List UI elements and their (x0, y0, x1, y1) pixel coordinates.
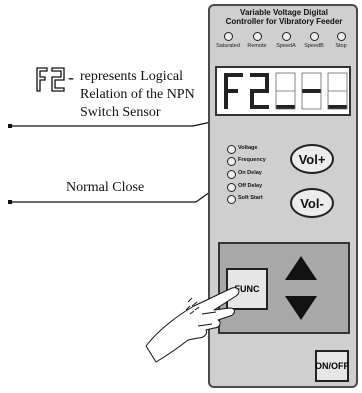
status-label-off-delay: Off Delay (238, 183, 263, 189)
panel-title-line-1: Variable Voltage Digital (240, 8, 328, 17)
vol-plus-button[interactable]: Vol+ (290, 144, 334, 174)
vol-minus-button[interactable]: Vol- (290, 188, 334, 218)
leader-end-logic (8, 124, 12, 128)
on-off-button[interactable]: ON/OFF (315, 350, 349, 382)
indicator-led-saturated (224, 32, 233, 41)
status-led-voltage (227, 145, 236, 154)
annotation-line-2: Relation of the NPN (80, 87, 195, 102)
panel-title-line-2: Controller for Vibratory Feeder (225, 17, 343, 26)
indicator-label-speeda: SpeedA (276, 43, 296, 49)
status-label-soft-start: Soft Start (238, 195, 263, 201)
indicator-label-speedb: SpeedB (304, 43, 324, 49)
status-led-off-delay (227, 183, 236, 192)
leader-end-close (8, 200, 12, 204)
down-arrow-icon[interactable] (285, 296, 317, 320)
indicator-led-stop (337, 32, 346, 41)
status-led-frequency (227, 157, 236, 166)
status-label-on-delay: On Delay (238, 170, 262, 176)
func-button[interactable]: FUNC (226, 268, 268, 310)
indicator-led-speedb (310, 32, 319, 41)
status-led-on-delay (227, 170, 236, 179)
indicator-label-remote: Remote (247, 43, 267, 49)
normal-close-label: Normal Close (66, 180, 145, 195)
status-label-frequency: Frequency (238, 157, 266, 163)
annotation-line-3: Switch Sensor (80, 105, 161, 120)
annotation-line-1: represents Logical (80, 69, 184, 84)
panel-title: Variable Voltage Digital Controller for … (212, 8, 356, 26)
indicator-label-saturated: Saturated (216, 43, 240, 49)
status-label-voltage: Voltage (238, 145, 258, 151)
status-led-soft-start (227, 195, 236, 204)
indicator-label-stop: Stop (335, 43, 347, 49)
indicator-led-speeda (282, 32, 291, 41)
up-arrow-icon[interactable] (285, 256, 317, 280)
indicator-led-remote (253, 32, 262, 41)
code-dash: - (68, 67, 74, 87)
